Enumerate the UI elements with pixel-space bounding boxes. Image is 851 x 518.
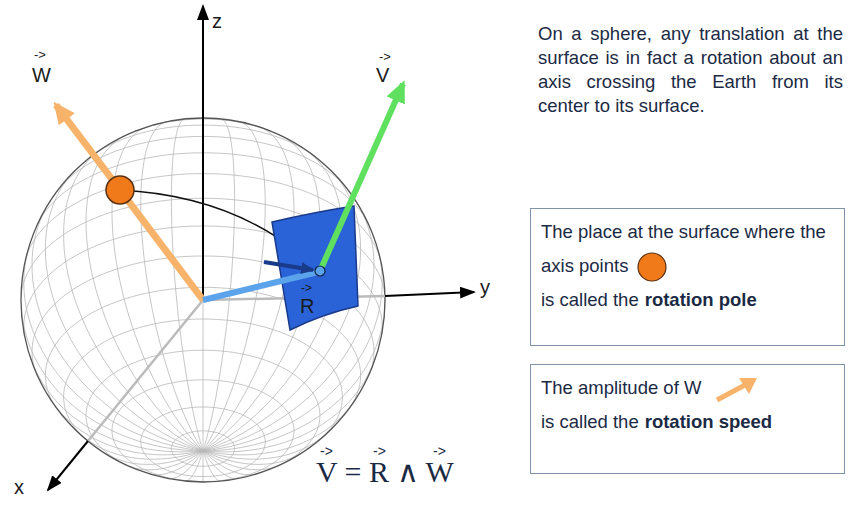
definition-box: The amplitude of W is called the rotation … <box>530 364 845 474</box>
surface-patch <box>272 206 358 330</box>
y-axis <box>385 292 474 296</box>
vector-label: W <box>32 64 51 86</box>
key-term: rotation speed <box>645 411 772 432</box>
vector-arrow-mark: -> <box>34 48 46 62</box>
intro-paragraph: On a sphere, any translation at the surf… <box>538 22 843 118</box>
motion-arrow <box>264 262 313 270</box>
formula: V = R ∧ W <box>316 455 454 488</box>
key-term: rotation pole <box>645 289 757 310</box>
definition-text: is called the <box>541 411 639 432</box>
x-axis-inner <box>88 300 203 441</box>
speed-arrow-shaft <box>717 385 745 400</box>
x-axis <box>48 441 88 490</box>
rotation-pole-dot <box>106 176 134 204</box>
definition-box: The place at the surface where the axis … <box>530 208 845 346</box>
vector-arrow-mark: -> <box>379 50 391 64</box>
axis-label: x <box>14 476 24 498</box>
definition-text: is called the <box>541 289 639 310</box>
axis-label: z <box>212 10 222 32</box>
surface-point <box>315 266 325 276</box>
vector-label: R <box>300 295 314 317</box>
vector-label: V <box>376 64 389 86</box>
speed-arrow-icon <box>715 375 759 403</box>
pole-icon-dot <box>638 253 666 281</box>
vector-arrow-mark: -> <box>301 282 312 295</box>
axis-label: y <box>480 276 490 298</box>
rotation-vector <box>56 105 203 300</box>
definition-text: The amplitude of W <box>541 377 701 398</box>
z-axis <box>202 6 204 300</box>
velocity-vector <box>320 84 403 271</box>
pole-icon <box>636 251 668 283</box>
speed-arrow-head <box>739 378 757 394</box>
definition-text: The place at the surface where the axis … <box>541 221 826 276</box>
